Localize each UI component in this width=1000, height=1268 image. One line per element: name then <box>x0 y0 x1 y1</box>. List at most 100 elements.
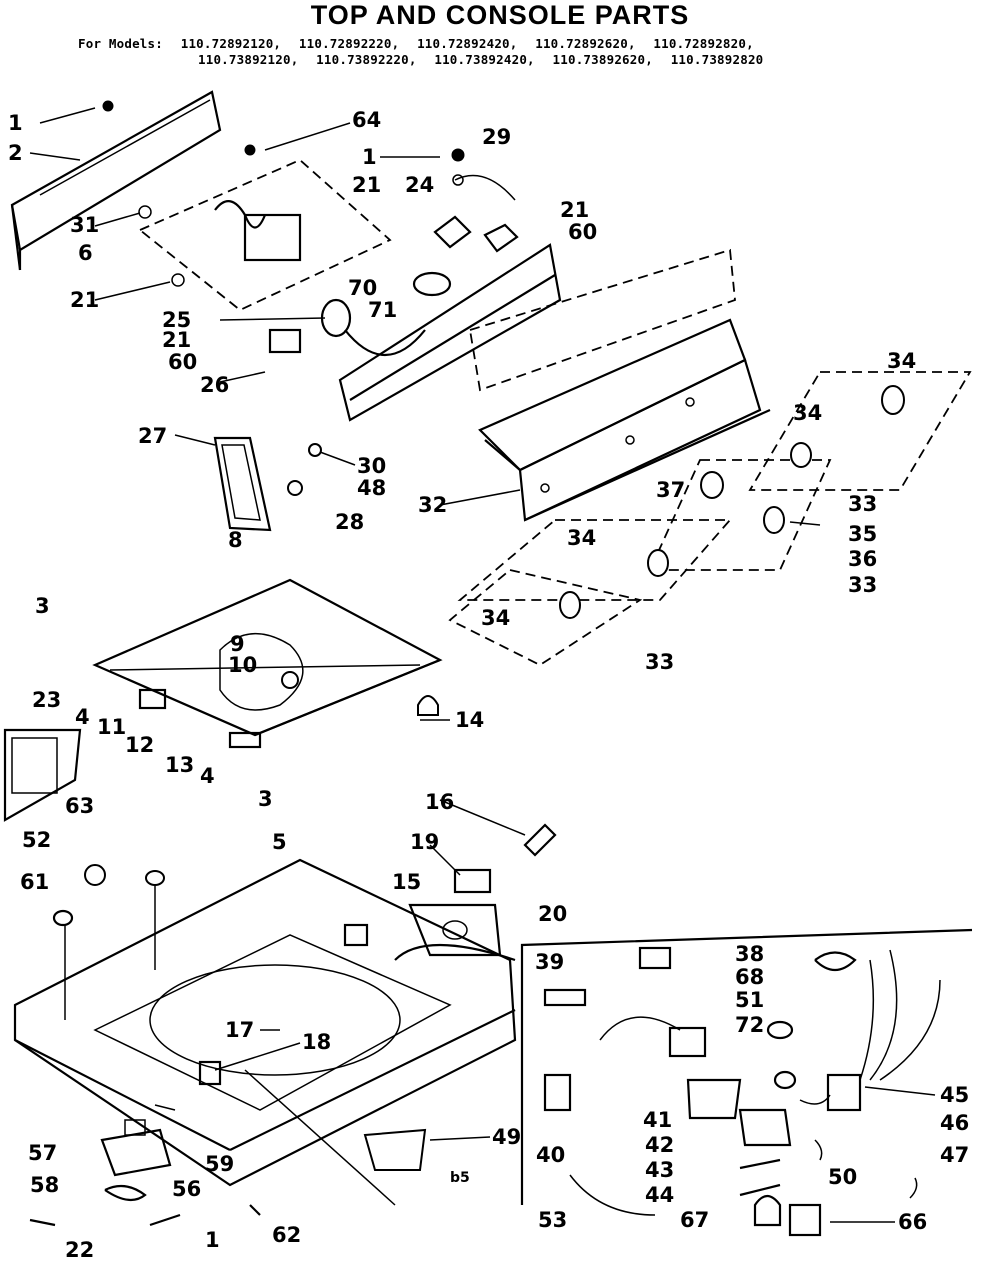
callout-23: 23 <box>32 688 62 712</box>
callout-66: 66 <box>898 1210 928 1234</box>
model-number: 110.73892220, <box>316 52 417 67</box>
page-title: TOP AND CONSOLE PARTS <box>310 0 690 30</box>
callout-25: 25 <box>162 308 192 332</box>
callout-33: 33 <box>848 492 878 516</box>
callout-51: 51 <box>735 988 765 1012</box>
callout-43: 43 <box>645 1158 675 1182</box>
callout-3: 3 <box>258 787 273 811</box>
callout-27: 27 <box>138 424 168 448</box>
callout-34: 34 <box>793 401 823 425</box>
model-number: 110.73892820 <box>670 52 764 67</box>
model-number: 110.72892820, <box>653 36 754 51</box>
callout-21: 21 <box>162 328 192 352</box>
callout-61: 61 <box>20 870 50 894</box>
models-line-2: 110.73892120, 110.73892220, 110.73892420… <box>198 52 773 67</box>
callout-57: 57 <box>28 1141 58 1165</box>
callout-19: 19 <box>410 830 440 854</box>
timer-and-bracket <box>138 144 392 312</box>
models-prefix: For Models: <box>78 36 163 51</box>
callout-6: 6 <box>78 241 93 265</box>
callout-34: 34 <box>567 526 597 550</box>
callout-13: 13 <box>165 753 195 777</box>
callout-50: 50 <box>828 1165 858 1189</box>
drawing-code: b5 <box>450 1170 470 1186</box>
callout-72: 72 <box>735 1013 765 1037</box>
callout-30: 30 <box>357 454 387 478</box>
callout-41: 41 <box>643 1108 673 1132</box>
callout-15: 15 <box>392 870 422 894</box>
models-line-1: For Models: 110.72892120, 110.72892220, … <box>78 36 764 51</box>
callout-36: 36 <box>848 547 878 571</box>
callout-52: 52 <box>22 828 52 852</box>
callout-39: 39 <box>535 950 565 974</box>
callout-58: 58 <box>30 1173 60 1197</box>
callout-37: 37 <box>656 478 686 502</box>
model-number: 110.73892620, <box>552 52 653 67</box>
knob-group-boxes <box>448 371 972 667</box>
callout-17: 17 <box>225 1018 255 1042</box>
callout-31: 31 <box>70 213 100 237</box>
callout-5: 5 <box>272 830 287 854</box>
callout-45: 45 <box>940 1083 970 1107</box>
callout-56: 56 <box>172 1177 202 1201</box>
callout-67: 67 <box>680 1208 710 1232</box>
model-number: 110.73892120, <box>198 52 299 67</box>
top-panel <box>92 578 443 749</box>
callout-1: 1 <box>362 145 377 169</box>
callout-3: 3 <box>35 594 50 618</box>
callout-22: 22 <box>65 1238 95 1262</box>
callout-9: 9 <box>230 632 245 656</box>
callout-60: 60 <box>168 350 198 374</box>
model-number: 110.72892420, <box>417 36 518 51</box>
callout-70: 70 <box>348 276 378 300</box>
callout-42: 42 <box>645 1133 675 1157</box>
callout-2: 2 <box>8 141 23 165</box>
callout-33: 33 <box>848 573 878 597</box>
model-number: 110.72892220, <box>298 36 400 51</box>
callout-1: 1 <box>205 1228 220 1252</box>
callout-12: 12 <box>125 733 155 757</box>
callout-63: 63 <box>65 794 95 818</box>
bottom-small-parts <box>29 1104 427 1227</box>
callout-16: 16 <box>425 790 455 814</box>
mounting-bracket <box>213 436 322 532</box>
callout-62: 62 <box>272 1223 302 1247</box>
callout-29: 29 <box>482 125 512 149</box>
control-panel-housing <box>338 243 771 522</box>
callout-47: 47 <box>940 1143 970 1167</box>
model-number: 110.72892120, <box>180 36 282 51</box>
callout-20: 20 <box>538 902 568 926</box>
callout-leaders <box>29 107 936 1223</box>
callout-11: 11 <box>97 715 127 739</box>
callout-59: 59 <box>205 1152 235 1176</box>
callout-32: 32 <box>418 493 448 517</box>
callout-10: 10 <box>228 653 258 677</box>
callout-14: 14 <box>455 708 485 732</box>
callout-53: 53 <box>538 1208 568 1232</box>
callout-21: 21 <box>70 288 100 312</box>
callout-34: 34 <box>887 349 917 373</box>
callout-24: 24 <box>405 173 435 197</box>
callout-40: 40 <box>536 1143 566 1167</box>
callout-35: 35 <box>848 522 878 546</box>
callout-33: 33 <box>645 650 675 674</box>
callout-18: 18 <box>302 1030 332 1054</box>
callout-21: 21 <box>352 173 382 197</box>
model-number: 110.73892420, <box>434 52 535 67</box>
console-controls <box>268 148 519 356</box>
wiring-inset-box <box>520 928 973 1237</box>
callout-21: 21 <box>560 198 590 222</box>
callout-38: 38 <box>735 942 765 966</box>
callout-34: 34 <box>481 606 511 630</box>
callout-8: 8 <box>228 528 243 552</box>
callout-46: 46 <box>940 1111 970 1135</box>
callout-68: 68 <box>735 965 765 989</box>
model-number: 110.72892620, <box>535 36 636 51</box>
callout-64: 64 <box>352 108 382 132</box>
callout-28: 28 <box>335 510 365 534</box>
cabinet-top <box>13 858 517 1206</box>
callout-4: 4 <box>75 705 90 729</box>
callout-60: 60 <box>568 220 598 244</box>
